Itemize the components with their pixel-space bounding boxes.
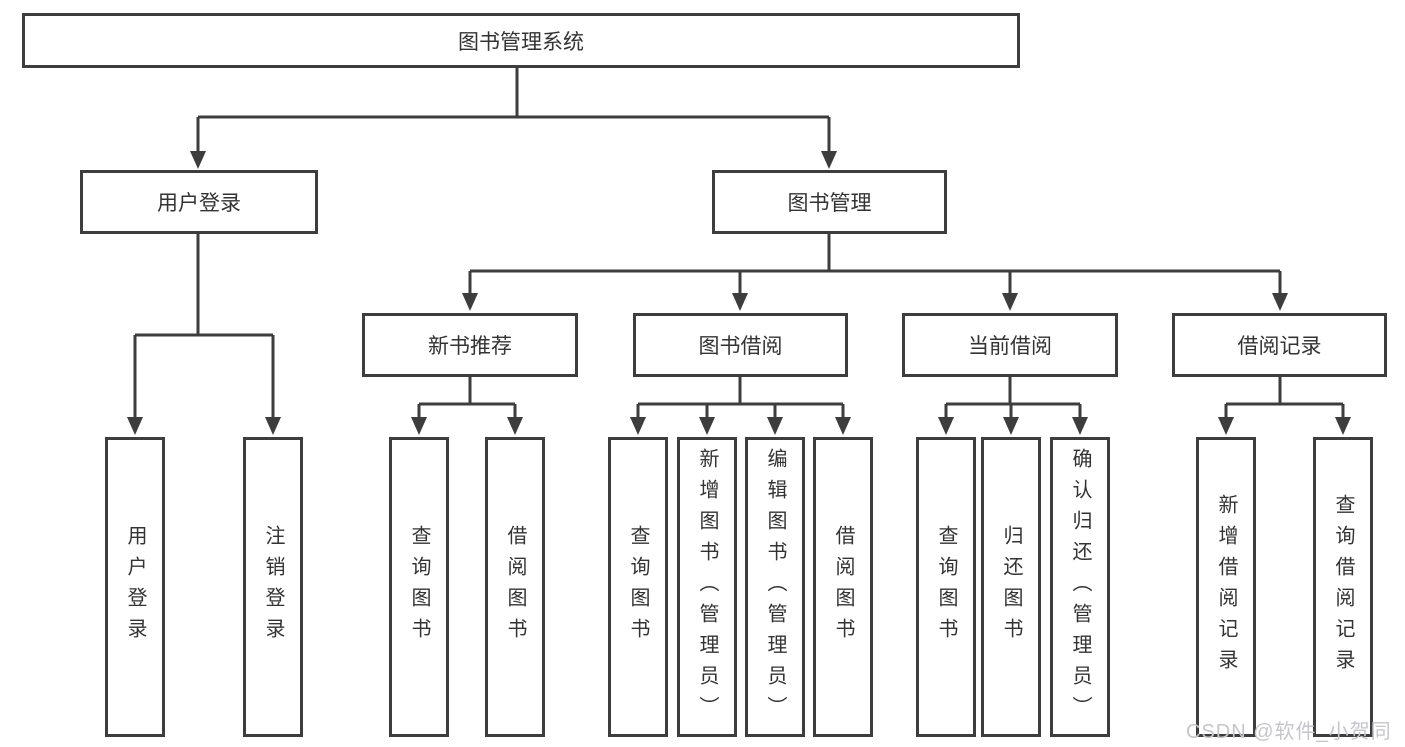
node-current-borrow: 当前借阅: [902, 313, 1118, 377]
node-root: 图书管理系统: [22, 13, 1020, 68]
leaf-query-books-recommend: 查询图书: [389, 437, 449, 737]
leaf-query-borrow-record: 查询借阅记录: [1313, 437, 1373, 737]
node-label: 归还图书: [1000, 525, 1022, 649]
node-label: 用户登录: [157, 192, 241, 215]
arrowheads: [127, 151, 1351, 435]
node-label: 新增借阅记录: [1215, 494, 1237, 680]
node-label: 借阅记录: [1237, 335, 1322, 358]
leaf-query-books-borrow: 查询图书: [608, 437, 668, 737]
node-label: 查询图书: [935, 525, 957, 649]
node-label: 借阅图书: [832, 525, 854, 649]
node-new-book-recommend: 新书推荐: [362, 313, 578, 377]
node-label: 查询借阅记录: [1332, 494, 1354, 680]
node-user-login: 用户登录: [80, 170, 318, 234]
node-borrow-records: 借阅记录: [1172, 313, 1387, 377]
node-label: 新书推荐: [428, 335, 512, 358]
leaf-edit-book-admin: 编辑图书（管理员）: [745, 437, 805, 737]
leaf-add-book-admin: 新增图书（管理员）: [677, 437, 737, 737]
leaf-user-login: 用户登录: [105, 437, 165, 737]
leaf-borrow-books: 借阅图书: [813, 437, 873, 737]
leaf-return-books: 归还图书: [981, 437, 1041, 737]
leaf-logout: 注销登录: [243, 437, 303, 737]
node-label: 当前借阅: [968, 335, 1052, 358]
node-label: 查询图书: [627, 525, 649, 649]
node-label: 图书借阅: [698, 335, 783, 358]
node-book-management: 图书管理: [712, 170, 947, 234]
leaf-confirm-return-admin: 确认归还（管理员）: [1050, 437, 1110, 737]
node-label: 新增图书（管理员）: [696, 447, 718, 727]
leaf-borrow-books-recommend: 借阅图书: [485, 437, 545, 737]
node-book-borrow: 图书借阅: [633, 313, 848, 377]
node-label: 注销登录: [262, 525, 284, 649]
csdn-watermark: CSDN @软件_小贺同学: [1186, 721, 1392, 743]
leaf-add-borrow-record: 新增借阅记录: [1196, 437, 1256, 737]
node-label: 编辑图书（管理员）: [764, 447, 786, 727]
node-label: 图书管理: [787, 192, 872, 215]
node-label: 确认归还（管理员）: [1069, 447, 1091, 727]
node-label: 用户登录: [124, 525, 146, 649]
node-label: 查询图书: [408, 525, 430, 649]
leaf-query-books-current: 查询图书: [916, 437, 976, 737]
node-label: 借阅图书: [504, 525, 526, 649]
node-label: 图书管理系统: [458, 30, 584, 54]
